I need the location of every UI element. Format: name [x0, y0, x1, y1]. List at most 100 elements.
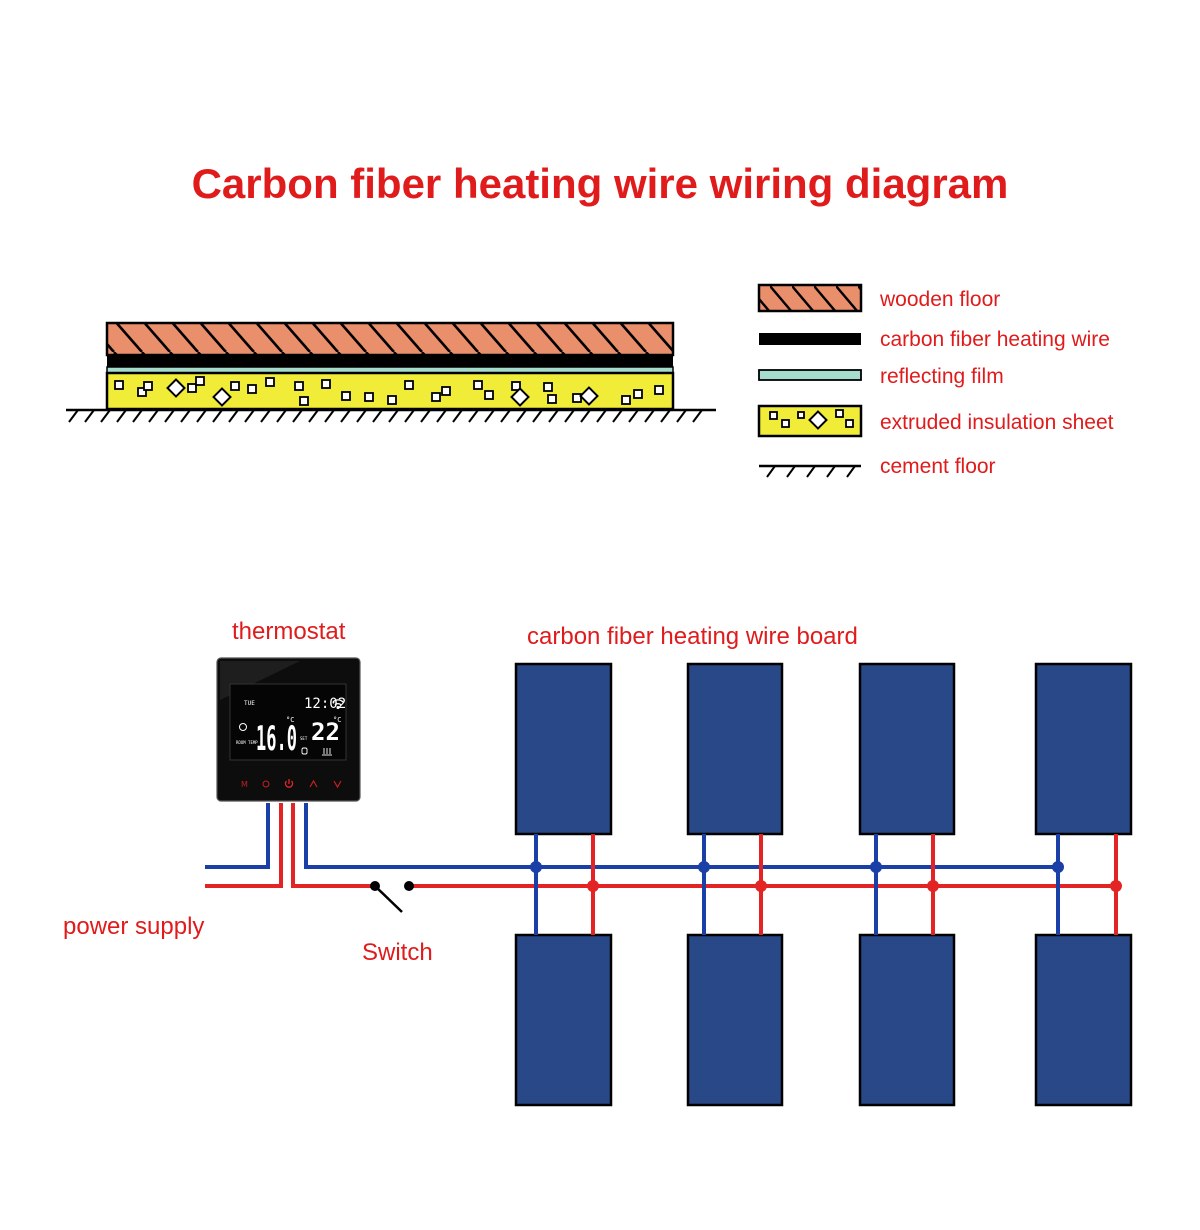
- hatch-tick: [564, 409, 575, 423]
- room-temp-readout: 16.0: [256, 719, 297, 759]
- hatch-tick: [532, 409, 543, 423]
- granule: [137, 387, 147, 397]
- granule: [621, 395, 631, 405]
- board-label: carbon fiber heating wire board: [527, 623, 858, 650]
- power-icon[interactable]: [284, 779, 294, 788]
- hatch-tick: [468, 409, 479, 423]
- red-junction: [755, 880, 767, 892]
- granule: [510, 387, 530, 407]
- granule: [387, 395, 397, 405]
- menu-icon[interactable]: M: [241, 780, 248, 789]
- heating-panel-top: [686, 662, 784, 836]
- hatch-tick: [596, 409, 607, 423]
- hatch-tick: [148, 409, 159, 423]
- granule: [166, 378, 186, 398]
- legend-item-heating-wire: carbon fiber heating wire: [759, 328, 1110, 351]
- hatch-tick: [436, 409, 447, 423]
- hatch-tick: [196, 409, 207, 423]
- granule: [321, 379, 331, 389]
- heating-wire-layer: [107, 355, 673, 367]
- granule: [431, 392, 441, 402]
- granule: [543, 382, 553, 392]
- red-supply-wire: [205, 803, 283, 888]
- hatch-tick: [212, 409, 223, 423]
- granule: [364, 392, 374, 402]
- granule: [473, 380, 483, 390]
- blue-junction: [698, 861, 710, 873]
- hatch-tick: [180, 409, 191, 423]
- granule: [299, 396, 309, 406]
- wifi-icon: [332, 699, 344, 710]
- legend: wooden floor carbon fiber heating wire r…: [757, 283, 1114, 478]
- clock-button-icon[interactable]: [262, 780, 270, 788]
- legend-label: extruded insulation sheet: [880, 411, 1114, 434]
- hatch-tick: [100, 409, 111, 423]
- hatch-tick: [228, 409, 239, 423]
- red-junction: [927, 880, 939, 892]
- hatch-tick: [116, 409, 127, 423]
- legend-swatch-film: [758, 369, 862, 381]
- hand-icon: [301, 747, 308, 755]
- legend-swatch-wire: [759, 333, 861, 345]
- heating-panel-bottom: [858, 933, 956, 1107]
- thermostat-screen: [229, 683, 347, 761]
- granule: [633, 389, 643, 399]
- blue-supply-wire: [205, 803, 270, 869]
- thermostat: TUE 12:02 16.0 °C 22 °C ROOM TEMP SET M: [216, 657, 361, 802]
- granule: [341, 391, 351, 401]
- granule: [143, 381, 153, 391]
- switch-symbol: [370, 881, 414, 913]
- blue-junction: [1052, 861, 1064, 873]
- granule: [654, 385, 664, 395]
- hatch-tick: [580, 409, 591, 423]
- hatch-tick: [484, 409, 495, 423]
- hatch-tick: [308, 409, 319, 423]
- up-arrow-icon[interactable]: [309, 779, 318, 788]
- set-label: SET: [300, 736, 308, 741]
- legend-label: reflecting film: [880, 365, 1004, 388]
- room-temp-label: ROOM TEMP: [236, 740, 258, 745]
- red-junction: [587, 880, 599, 892]
- hatch-tick: [260, 409, 271, 423]
- day-readout: TUE: [244, 700, 255, 707]
- legend-item-cement-floor: cement floor: [759, 455, 996, 478]
- thermostat-label: thermostat: [232, 618, 346, 645]
- hatch-tick: [660, 409, 671, 423]
- room-unit: °C: [286, 716, 294, 724]
- granule: [230, 381, 240, 391]
- heating-panel-bottom: [514, 933, 613, 1107]
- granule: [114, 380, 124, 390]
- heating-panel-bottom: [686, 933, 784, 1107]
- hatch-tick: [84, 409, 95, 423]
- granule: [187, 383, 197, 393]
- granule: [195, 376, 205, 386]
- red-thermostat-output: [291, 803, 375, 888]
- heating-panel-top: [858, 662, 956, 836]
- granule: [294, 381, 304, 391]
- hatch-tick: [516, 409, 527, 423]
- hatch-tick: [340, 409, 351, 423]
- legend-label: carbon fiber heating wire: [880, 328, 1110, 351]
- hatch-tick: [612, 409, 623, 423]
- legend-item-reflecting-film: reflecting film: [758, 365, 1004, 388]
- hatch-tick: [372, 409, 383, 423]
- hatch-tick: [132, 409, 143, 423]
- hatch-tick: [404, 409, 415, 423]
- clock-icon: [239, 723, 247, 731]
- switch-label: Switch: [362, 939, 433, 966]
- heat-icon: [322, 748, 332, 756]
- diagram-title: Carbon fiber heating wire wiring diagram: [192, 160, 1009, 207]
- hatch-tick: [324, 409, 335, 423]
- heating-panel-top: [514, 662, 613, 836]
- blue-junction: [530, 861, 542, 873]
- hatch-tick: [628, 409, 639, 423]
- legend-label: cement floor: [880, 455, 996, 478]
- hatch-tick: [452, 409, 463, 423]
- hatch-tick: [276, 409, 287, 423]
- svg-text:M: M: [241, 780, 248, 789]
- hatch-tick: [244, 409, 255, 423]
- hatch-tick: [692, 409, 703, 423]
- down-arrow-icon[interactable]: [333, 780, 342, 789]
- granule: [441, 386, 451, 396]
